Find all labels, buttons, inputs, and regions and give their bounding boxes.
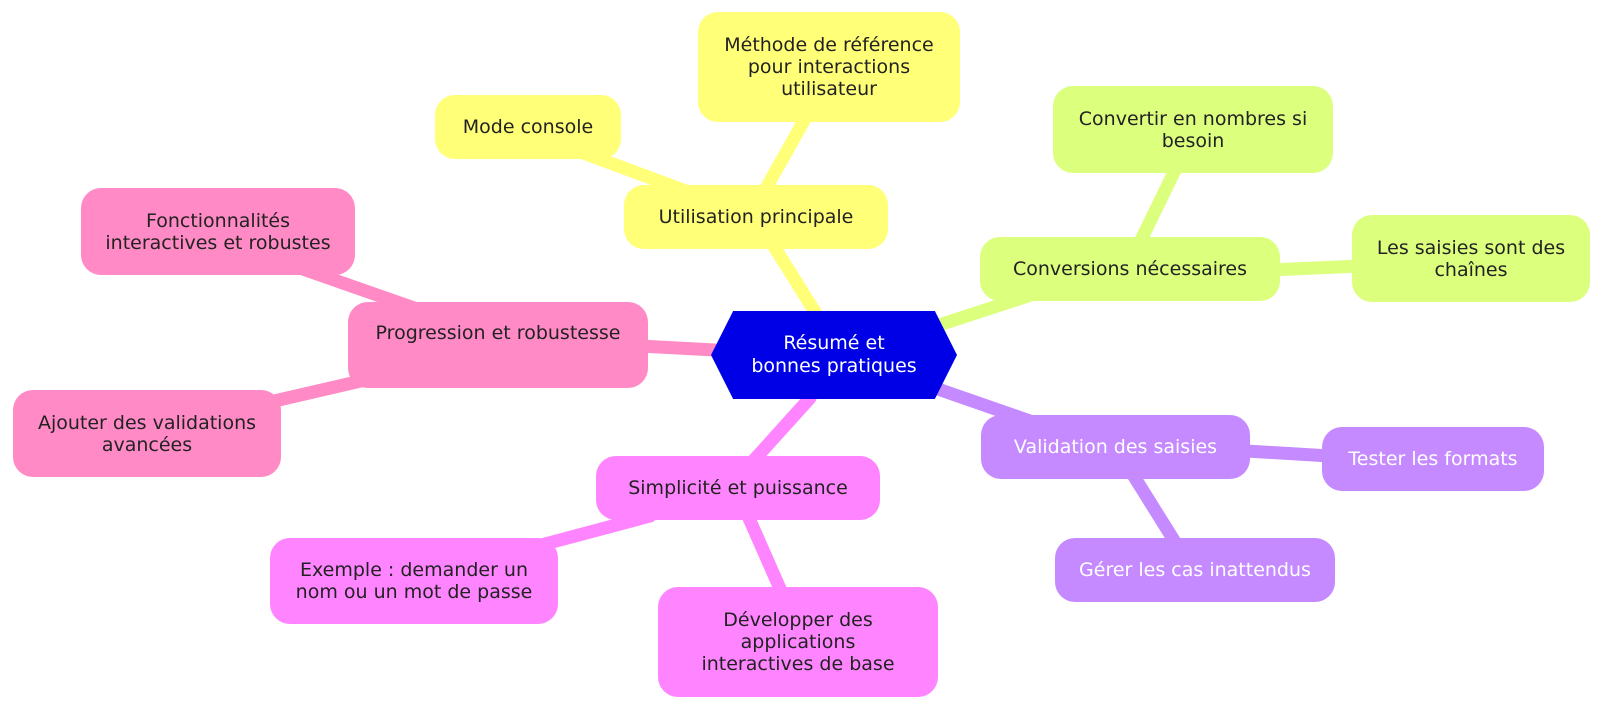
node-fonctionnalites-robustes[interactable]: Fonctionnalités interactives et robustes (81, 188, 355, 275)
node-label: Les saisies sont des chaînes (1376, 236, 1566, 281)
node-label: Fonctionnalités interactives et robustes (105, 209, 331, 254)
node-utilisation-principale[interactable]: Utilisation principale (624, 185, 888, 249)
edge-utilisation-methode (758, 103, 817, 197)
node-conversions-necessaires[interactable]: Conversions nécessaires (980, 237, 1280, 301)
node-label: Simplicité et puissance (628, 477, 848, 499)
node-label: Exemple : demander un nom ou un mot de p… (295, 559, 533, 603)
node-label: Tester les formats (1348, 448, 1518, 470)
node-label: Ajouter des validations avancées (37, 411, 257, 456)
node-saisies-chaines[interactable]: Les saisies sont des chaînes (1352, 215, 1590, 302)
edge-simplicite-developper (741, 509, 792, 607)
edge-root-progression (633, 339, 722, 357)
node-label: Utilisation principale (658, 206, 854, 228)
node-developper-applications[interactable]: Développer des applications interactives… (658, 587, 938, 697)
node-progression-robustesse[interactable]: Progression et robustesse (348, 302, 648, 388)
edge-root-utilisation (763, 233, 822, 319)
node-ajouter-validations[interactable]: Ajouter des validations avancées (13, 390, 281, 477)
node-convertir-nombres[interactable]: Convertir en nombres si besoin (1053, 86, 1333, 173)
node-label: Mode console (462, 116, 594, 138)
node-gerer-cas[interactable]: Gérer les cas inattendus (1055, 538, 1335, 602)
edge-conversions-saisies (1263, 259, 1367, 277)
edge-progression-ajouter (263, 373, 372, 409)
node-exemple-nom[interactable]: Exemple : demander un nom ou un mot de p… (270, 538, 558, 624)
edge-conversions-convertir (1133, 153, 1187, 249)
node-label: Validation des saisies (1013, 436, 1218, 458)
node-tester-formats[interactable]: Tester les formats (1322, 427, 1544, 491)
node-label: Développer des applications interactives… (701, 609, 895, 675)
node-label: Convertir en nombres si besoin (1078, 107, 1308, 152)
node-methode-reference[interactable]: Méthode de référence pour interactions u… (698, 12, 960, 122)
node-validation-saisies[interactable]: Validation des saisies (981, 415, 1250, 479)
node-label: Progression et robustesse (375, 322, 621, 344)
node-label: Méthode de référence pour interactions u… (724, 34, 934, 100)
root-node[interactable]: Résumé et bonnes pratiques (711, 311, 957, 399)
edge-validation-gerer (1123, 463, 1187, 557)
node-mode-console[interactable]: Mode console (435, 95, 621, 159)
root-label: Résumé et bonnes pratiques (751, 332, 917, 377)
node-label: Conversions nécessaires (1012, 258, 1248, 280)
node-label: Gérer les cas inattendus (1079, 559, 1311, 581)
node-simplicite-puissance[interactable]: Simplicité et puissance (596, 456, 880, 520)
